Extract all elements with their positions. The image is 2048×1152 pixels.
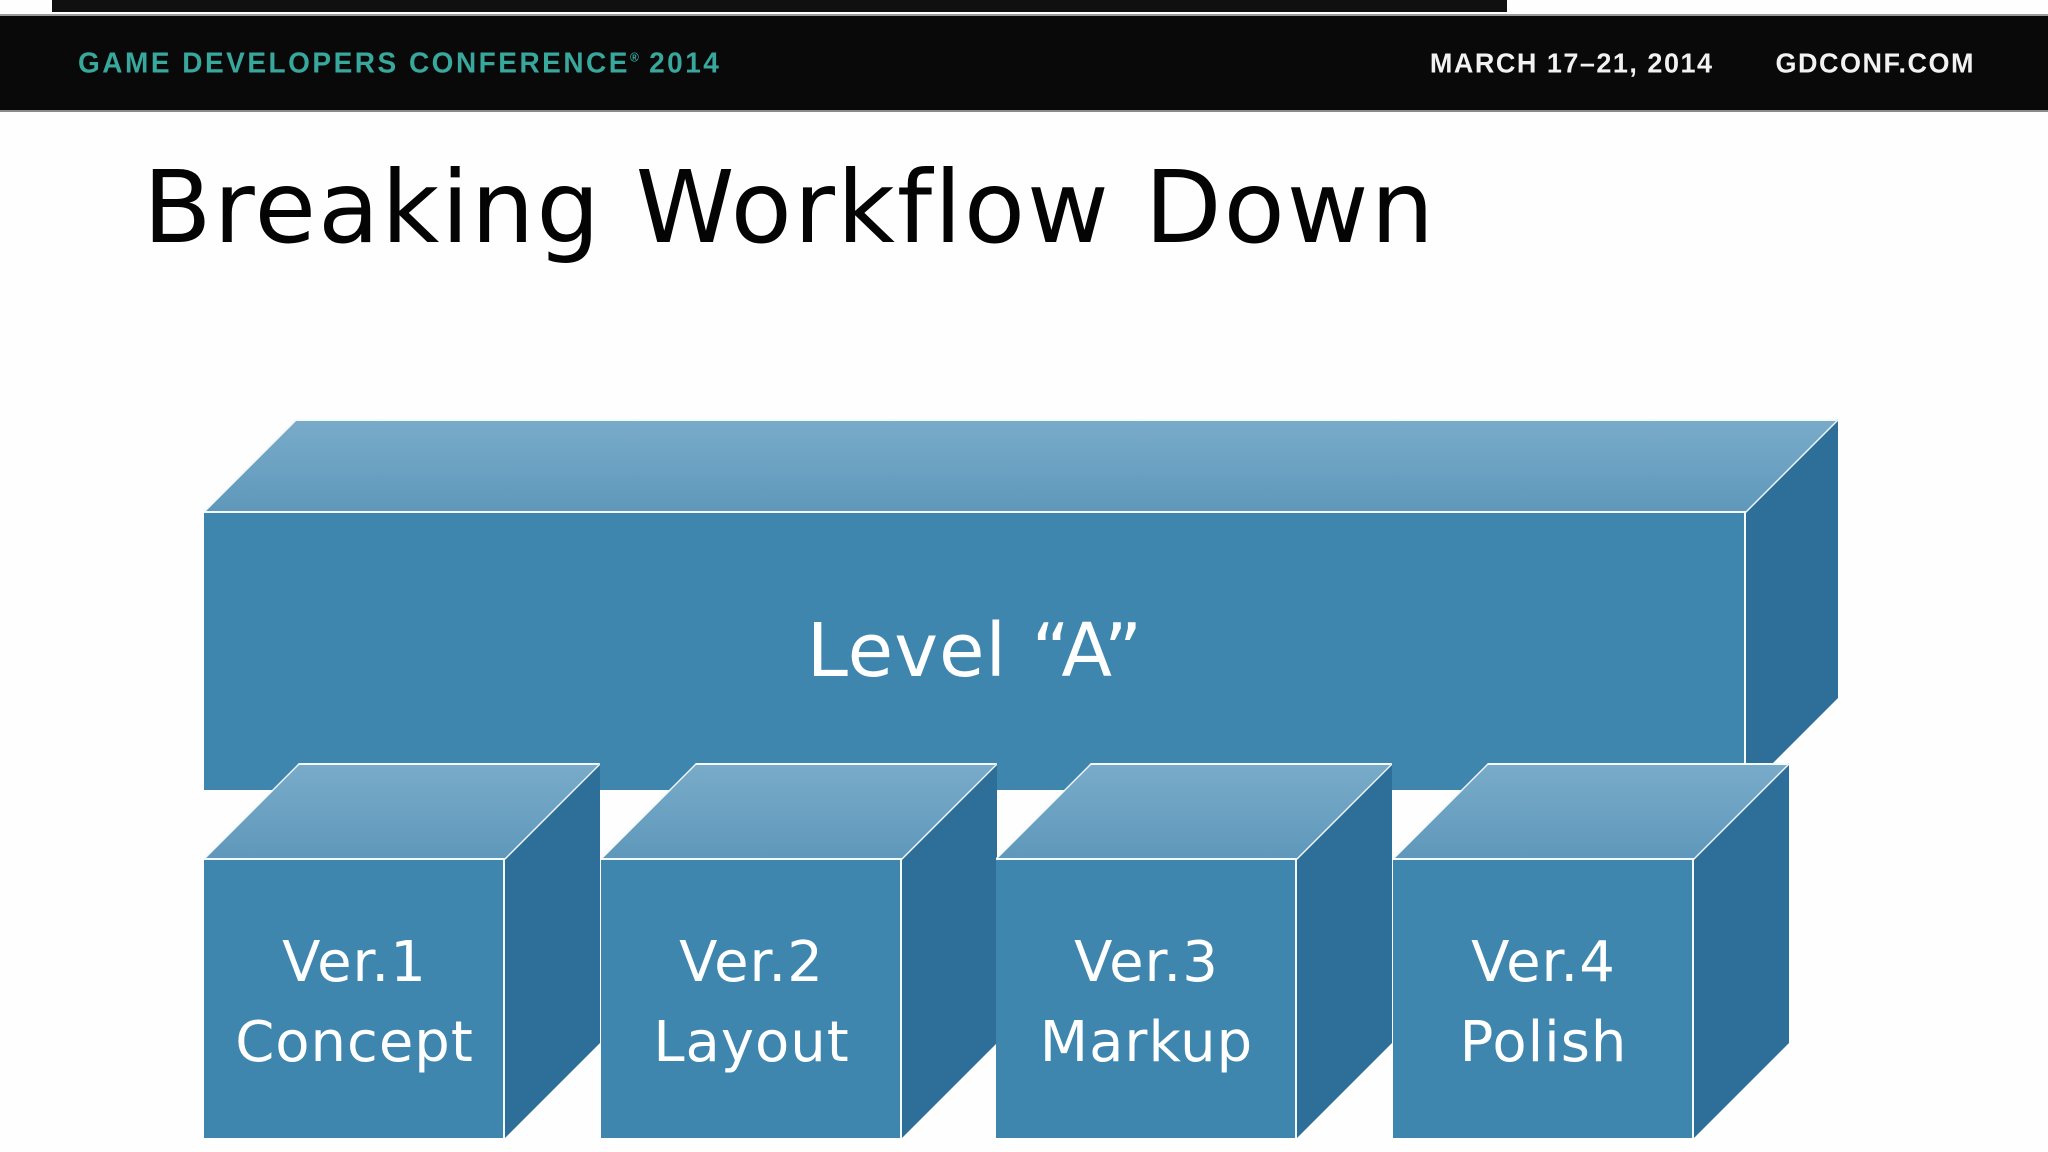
conference-website: GDCONF.COM — [1775, 46, 1975, 79]
version-box-3-label: Ver.3 Markup — [996, 858, 1297, 1138]
level-box-front-face — [204, 511, 1746, 790]
version-number: Ver.3 — [1074, 930, 1219, 995]
version-box-4-label: Ver.4 Polish — [1393, 858, 1694, 1138]
version-number: Ver.2 — [679, 930, 824, 995]
gdc-logo: GAME DEVELOPERS CONFERENCE® 2014 — [78, 46, 721, 79]
conference-dates: MARCH 17–21, 2014 — [1429, 46, 1714, 79]
version-box-3-front-face — [996, 858, 1297, 1138]
version-box-2-front-face — [601, 858, 902, 1138]
header-bar: GAME DEVELOPERS CONFERENCE® 2014 MARCH 1… — [0, 14, 2048, 112]
version-stage: Concept — [235, 1010, 474, 1075]
version-box-1-front-face — [204, 858, 505, 1138]
video-artifact-strip — [52, 0, 1507, 12]
slide-title: Breaking Workflow Down — [143, 149, 1436, 266]
version-number: Ver.4 — [1471, 930, 1616, 995]
version-number: Ver.1 — [282, 930, 427, 995]
header-meta: MARCH 17–21, 2014 GDCONF.COM — [1430, 47, 1975, 79]
level-box-top-face — [204, 419, 1838, 511]
gdc-logo-year: 2014 — [638, 46, 722, 79]
version-stage: Markup — [1039, 1010, 1254, 1075]
version-box-1-label: Ver.1 Concept — [204, 858, 505, 1138]
registered-mark: ® — [629, 50, 639, 65]
gdc-logo-text: GAME DEVELOPERS CONFERENCE — [78, 46, 630, 79]
version-box-4-front-face — [1393, 858, 1694, 1138]
version-box-2-label: Ver.2 Layout — [601, 858, 902, 1138]
version-stage: Polish — [1459, 1010, 1628, 1075]
level-box-label: Level “A” — [806, 607, 1144, 694]
version-stage: Layout — [653, 1010, 850, 1075]
